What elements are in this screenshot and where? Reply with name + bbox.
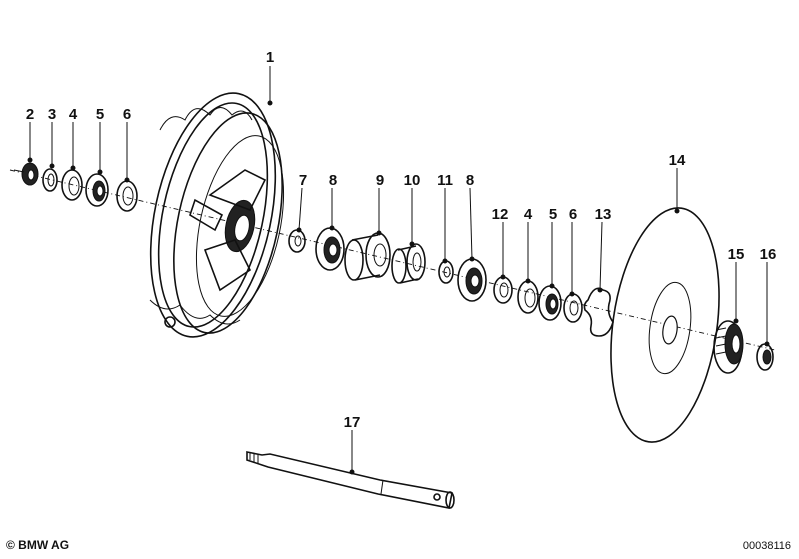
callout-6: 6	[123, 106, 131, 123]
part-bush-7	[288, 229, 306, 253]
part-bearing-5	[85, 173, 109, 207]
callout-5-second: 5	[549, 206, 557, 223]
part-sleeve-9	[344, 232, 391, 281]
leader-lines	[27, 66, 770, 475]
callout-labels: 1 2 3 4 5 6 7 8 9 10 11 8 12 4 5 6 13 14…	[26, 49, 777, 431]
part-washer-3	[42, 168, 58, 192]
callout-8-second: 8	[466, 172, 474, 189]
callout-5: 5	[96, 106, 104, 123]
part-nut-2	[13, 162, 39, 186]
part-ring-6	[116, 180, 138, 212]
callout-2: 2	[26, 106, 34, 123]
callout-3: 3	[48, 106, 56, 123]
copyright-text: © BMW AG	[6, 538, 70, 552]
callout-14: 14	[669, 152, 686, 169]
callout-16: 16	[760, 246, 777, 263]
callout-6-second: 6	[569, 206, 577, 223]
part-disc-14	[610, 207, 720, 443]
part-seal-4b	[517, 280, 539, 314]
part-ring-11	[438, 260, 454, 284]
callout-4: 4	[69, 106, 78, 123]
part-axle-17	[246, 451, 455, 509]
part-threaded-ring-15	[713, 320, 744, 374]
diagram-id-text: 00038116	[742, 540, 791, 552]
callout-9: 9	[376, 172, 384, 189]
part-ring-12	[493, 276, 513, 304]
part-bearing-8a	[315, 227, 345, 271]
callout-12: 12	[492, 206, 509, 223]
callout-1: 1	[266, 49, 274, 66]
callout-4-second: 4	[524, 206, 533, 223]
part-wheel-hub	[149, 92, 285, 338]
part-spacer-10	[391, 243, 426, 284]
callout-8: 8	[329, 172, 337, 189]
part-bearing-8b	[457, 258, 487, 302]
part-ring-6b	[563, 293, 583, 323]
part-nut-16	[756, 343, 774, 371]
callout-7: 7	[299, 172, 307, 189]
callout-15: 15	[728, 246, 745, 263]
callout-17: 17	[344, 414, 361, 431]
part-bearing-5b	[538, 285, 562, 321]
callout-13: 13	[595, 206, 612, 223]
callout-11: 11	[437, 172, 453, 189]
callout-10: 10	[404, 172, 421, 189]
part-wave-washer-13	[583, 287, 614, 337]
